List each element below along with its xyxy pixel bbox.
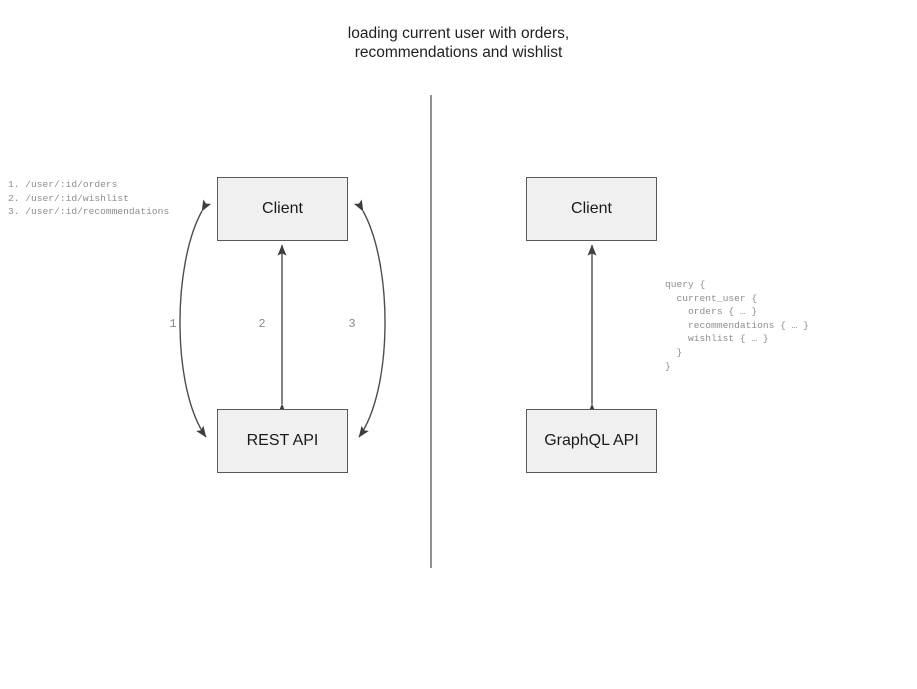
graphql-query-note: query { current_user { orders { … } reco… — [665, 279, 809, 372]
page-title: loading current user with orders, recomm… — [347, 25, 570, 61]
rest-client-node[interactable]: Client — [217, 177, 348, 241]
graphql-client-node[interactable]: Client — [526, 177, 657, 241]
rest-edge-label-3: 3 — [348, 317, 356, 331]
rest-edge-3-arrow — [353, 199, 386, 438]
graphql-api-node[interactable]: GraphQL API — [526, 409, 657, 473]
rest-edge-label-1: 1 — [169, 317, 177, 331]
rest-endpoints-note: 1. /user/:id/orders 2. /user/:id/wishlis… — [8, 179, 170, 218]
rest-api-node[interactable]: REST API — [217, 409, 348, 473]
rest-edge-label-2: 2 — [258, 317, 266, 331]
rest-edge-1-arrow — [179, 199, 212, 438]
